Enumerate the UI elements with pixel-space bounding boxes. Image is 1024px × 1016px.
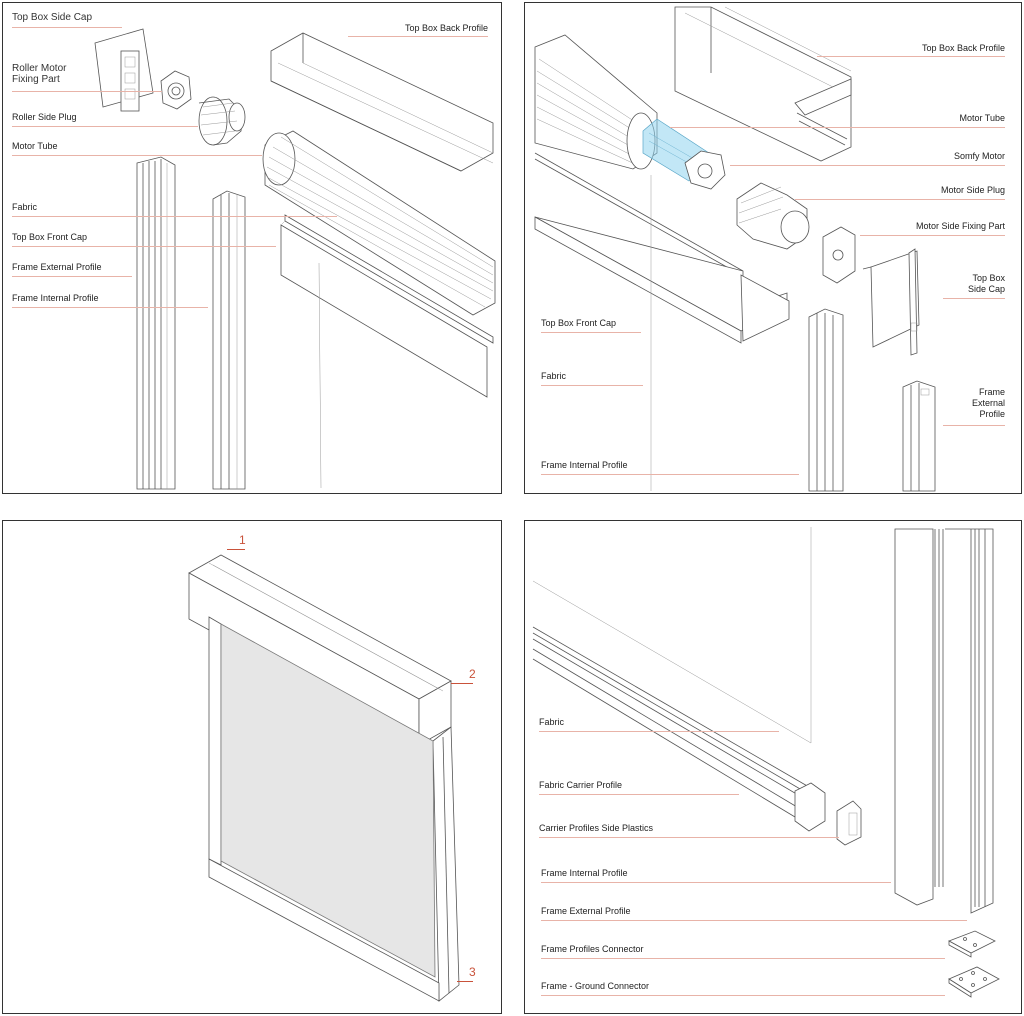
callout-1: 1 [239,533,246,547]
leader-top-box-back-profile [348,36,488,37]
leader-fabric [12,216,337,217]
motor-side-plug-part [736,182,810,250]
label-top-box-front-cap: Top Box Front Cap [12,232,88,242]
label-fabric-carrier-profile: Fabric Carrier Profile [539,780,623,790]
frame-external-profile-part [136,156,176,490]
leader-frame-internal-profile [12,307,208,308]
frame-internal-profile-part [808,308,844,492]
frame-ground-connector-part [948,966,1000,998]
leader-motor-tube [670,127,1005,128]
exploded-view-frame-bottom-panel: Fabric Fabric Carrier Profile Carrier Pr… [524,520,1022,1014]
leader-top-box-side-cap [12,27,122,28]
leader-frame-external-profile [12,276,132,277]
label-fabric: Fabric [12,202,38,212]
label-top-box-side-cap: Top Box Side Cap [967,273,1005,294]
leader-top-box-front-cap [541,332,641,333]
leader-frame-ground-connector [541,995,945,996]
exploded-view-motor-side-panel: Top Box Back Profile Motor Tube Somfy Mo… [524,2,1022,494]
frame-external-profile-part [945,528,994,914]
top-box-front-cap-part [534,152,790,344]
exploded-view-roller-side-drawing [94,28,496,490]
fabric-edge [318,262,322,489]
top-box-back-profile-part [674,6,852,162]
leader-frame-internal-profile [541,474,799,475]
leader-fabric [541,385,643,386]
label-frame-internal-profile: Frame Internal Profile [541,460,628,470]
label-carrier-profiles-side-plastics: Carrier Profiles Side Plastics [539,823,654,833]
frame-internal-profile-part [212,190,246,490]
label-motor-tube: Motor Tube [12,141,58,151]
top-box-side-cap-part [862,248,920,356]
motor-tube-part [534,34,658,170]
exploded-view-motor-side-drawing [534,6,936,492]
label-top-box-back-profile: Top Box Back Profile [405,23,489,33]
label-top-box-back-profile: Top Box Back Profile [921,43,1005,53]
callout-1-leader [227,549,245,550]
leader-fabric [539,731,779,732]
callout-2: 2 [469,667,476,681]
label-fabric: Fabric [541,371,567,381]
label-frame-ground-connector: Frame - Ground Connector [541,981,650,991]
leader-top-box-side-cap [943,298,1005,299]
leader-frame-external-profile [943,425,1005,426]
frame-external-profile-part [902,380,936,492]
leader-motor-tube [12,155,262,156]
label-roller-motor-fixing-part: Roller Motor Fixing Part [12,63,67,85]
fabric-carrier-profile-part [532,626,826,832]
label-somfy-motor: Somfy Motor [953,151,1005,161]
leader-top-box-front-cap [12,246,276,247]
callout-2-leader [451,683,473,684]
label-frame-external-profile: Frame External Profile [541,906,631,916]
top-box-front-cap-part [280,214,494,398]
roller-motor-fixing-part [160,70,192,110]
top-box-back-profile-part [270,32,494,172]
label-frame-external-profile: Frame External Profile [971,387,1005,419]
frame-internal-profile-part [894,528,944,906]
exploded-view-frame-bottom-drawing [532,527,1000,998]
roller-side-plug-part [198,96,246,146]
label-top-box-side-cap: Top Box Side Cap [12,12,93,23]
motor-side-fixing-part [822,226,856,284]
carrier-profiles-side-plastics-part [836,800,862,846]
label-motor-side-plug: Motor Side Plug [940,185,1005,195]
leader-fabric-carrier-profile [539,794,739,795]
label-frame-external-profile: Frame External Profile [12,262,102,272]
callout-3-leader [457,981,473,982]
exploded-view-roller-side-panel: Top Box Side Cap Roller Motor Fixing Par… [2,2,502,494]
frame-profiles-connector-part [948,930,996,958]
label-motor-tube: Motor Tube [959,113,1005,123]
leader-roller-side-plug [12,126,198,127]
label-fabric: Fabric [539,717,565,727]
assembled-view-panel: 1 2 3 [2,520,502,1014]
label-frame-profiles-connector: Frame Profiles Connector [541,944,644,954]
frame-assembled [208,616,460,1002]
leader-somfy-motor [730,165,1005,166]
label-roller-side-plug: Roller Side Plug [12,112,77,122]
label-top-box-front-cap: Top Box Front Cap [541,318,617,328]
label-motor-side-fixing-part: Motor Side Fixing Part [915,221,1005,231]
leader-carrier-profiles-side-plastics [539,837,839,838]
label-frame-internal-profile: Frame Internal Profile [541,868,628,878]
fabric-assembled [220,623,436,978]
motor-tube-part [262,130,496,316]
leader-frame-internal-profile [541,882,891,883]
leader-motor-side-plug [795,199,1005,200]
leader-top-box-back-profile [817,56,1005,57]
assembled-screen-drawing [188,554,460,1002]
leader-motor-side-fixing-part [860,235,1005,236]
callout-3: 3 [469,965,476,979]
label-frame-internal-profile: Frame Internal Profile [12,293,99,303]
leader-frame-profiles-connector [541,958,945,959]
somfy-motor-part [642,118,726,190]
leader-frame-external-profile [541,920,967,921]
top-box-side-cap-part [94,28,154,112]
leader-roller-motor-fixing-part [12,91,162,92]
